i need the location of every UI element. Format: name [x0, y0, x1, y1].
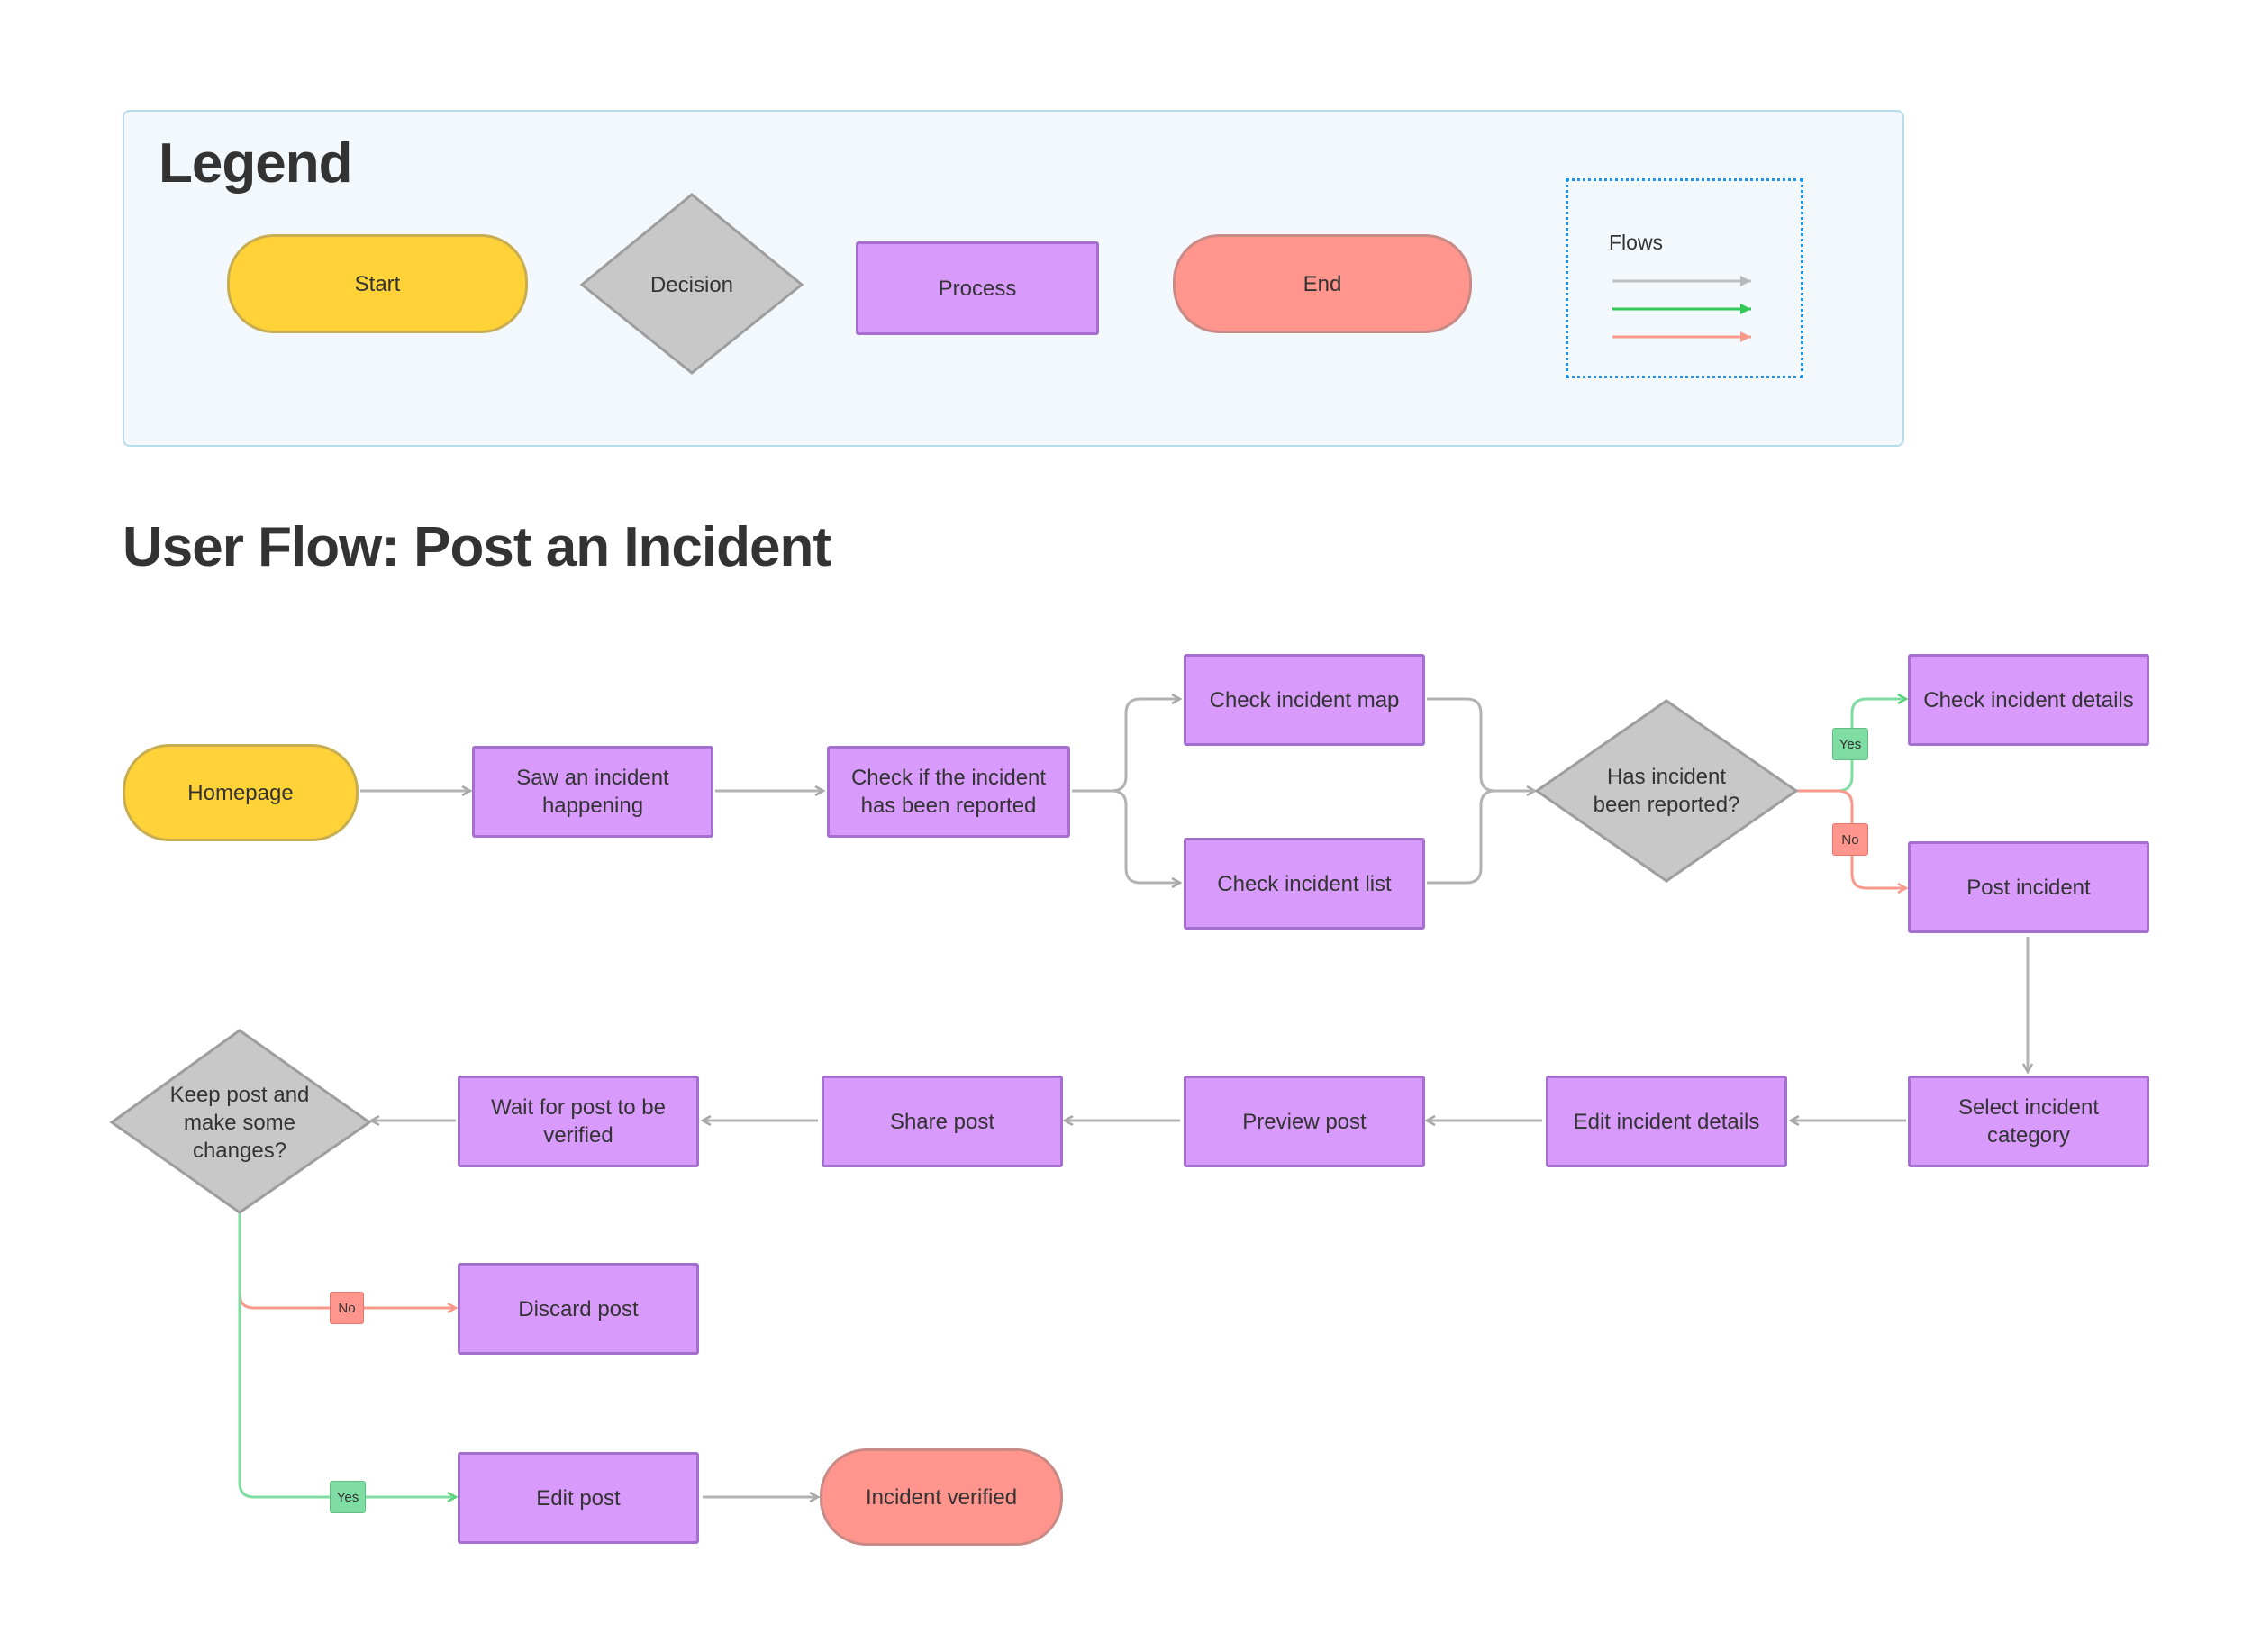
- node-share-post-label: Share post: [889, 1109, 995, 1134]
- node-edit-details[interactable]: Edit incident details: [1546, 1076, 1787, 1167]
- edge-check-list: [1072, 789, 1180, 883]
- edge-map-decision: [1427, 697, 1535, 791]
- legend-end-label: End: [1303, 271, 1342, 296]
- node-discard-post[interactable]: Discard post: [458, 1263, 699, 1355]
- node-check-map[interactable]: Check incident map: [1184, 654, 1425, 746]
- node-homepage-label: Homepage: [187, 780, 294, 805]
- node-check-list[interactable]: Check incident list: [1184, 838, 1425, 930]
- edge-list-decision: [1427, 789, 1535, 885]
- node-check-map-label: Check incident map: [1209, 687, 1400, 713]
- decision-keep-post[interactable]: Keep post and make some changes?: [168, 1068, 312, 1176]
- node-saw-incident-label: Saw an incident happening: [516, 766, 669, 818]
- legend-start-label: Start: [354, 271, 401, 296]
- node-saw-incident[interactable]: Saw an incident happening: [472, 746, 713, 838]
- tag-no-keep-post: No: [330, 1292, 364, 1324]
- node-incident-verified-label: Incident verified: [865, 1484, 1018, 1510]
- node-edit-post-label: Edit post: [536, 1485, 621, 1511]
- legend-end-shape: End: [1173, 234, 1472, 333]
- decision-has-been-reported[interactable]: Has incident been reported?: [1585, 739, 1748, 843]
- node-incident-verified[interactable]: Incident verified: [820, 1448, 1063, 1546]
- node-preview-post[interactable]: Preview post: [1184, 1076, 1425, 1167]
- edge-yes-edit-post: [238, 1212, 456, 1497]
- decision-has-been-reported-shape: [1534, 699, 1799, 883]
- node-select-category[interactable]: Select incident category: [1908, 1076, 2149, 1167]
- node-check-reported[interactable]: Check if the incident has been reported: [827, 746, 1070, 838]
- decision-keep-post-shape: [109, 1029, 372, 1214]
- flow-title: User Flow: Post an Incident: [123, 516, 831, 578]
- node-wait-verified[interactable]: Wait for post to be verified: [458, 1076, 699, 1167]
- decision-keep-post-label: Keep post and make some changes?: [169, 1082, 310, 1163]
- node-check-details-label: Check incident details: [1923, 687, 2134, 713]
- node-edit-post[interactable]: Edit post: [458, 1452, 699, 1544]
- node-check-reported-label: Check if the incident has been reported: [850, 766, 1047, 818]
- node-post-incident[interactable]: Post incident: [1908, 841, 2149, 933]
- node-discard-post-label: Discard post: [518, 1296, 639, 1321]
- node-post-incident-label: Post incident: [1966, 875, 2091, 900]
- legend-title: Legend: [159, 132, 352, 195]
- tag-no-reported: No: [1832, 823, 1868, 856]
- node-homepage[interactable]: Homepage: [123, 744, 359, 841]
- edge-check-map: [1072, 699, 1180, 793]
- node-check-list-label: Check incident list: [1217, 871, 1392, 896]
- node-share-post[interactable]: Share post: [822, 1076, 1063, 1167]
- tag-yes-keep-post: Yes: [330, 1481, 366, 1513]
- decision-has-been-reported-label: Has incident been reported?: [1593, 765, 1740, 817]
- node-wait-verified-label: Wait for post to be verified: [491, 1095, 666, 1148]
- node-edit-details-label: Edit incident details: [1573, 1109, 1760, 1134]
- legend-flows-box: [1566, 178, 1803, 378]
- legend-process-label: Process: [938, 276, 1017, 301]
- node-select-category-label: Select incident category: [1957, 1095, 2100, 1148]
- tag-yes-reported: Yes: [1832, 728, 1868, 760]
- legend-start-shape: Start: [227, 234, 528, 333]
- legend-process-shape: Process: [856, 241, 1099, 335]
- legend-decision-label: Decision: [649, 272, 734, 297]
- node-check-details[interactable]: Check incident details: [1908, 654, 2149, 746]
- node-preview-post-label: Preview post: [1242, 1109, 1367, 1134]
- legend-flows-label: Flows: [1609, 231, 1664, 254]
